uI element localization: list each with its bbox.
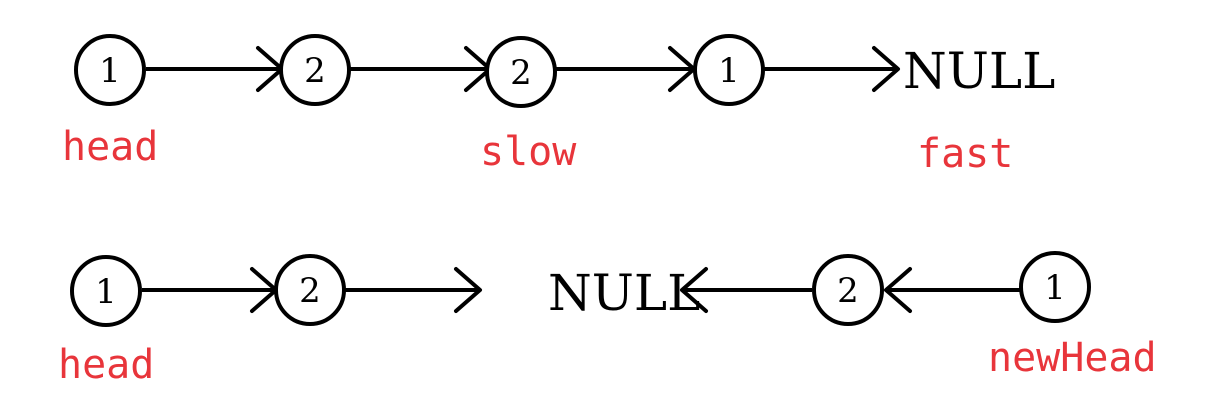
- node-circle: [812, 254, 884, 326]
- node-circle: [74, 34, 146, 106]
- pointer-label-head: head: [58, 342, 154, 388]
- node-value: 1: [95, 272, 117, 312]
- arrow-head-left-icon: [680, 267, 708, 313]
- node-value: 1: [718, 51, 740, 91]
- node-circle: [279, 34, 351, 106]
- null-terminator: NULL: [548, 264, 700, 322]
- list-node: 1: [74, 34, 146, 106]
- node-value: 2: [510, 53, 532, 93]
- node-circle: [70, 255, 142, 327]
- list-node: 1: [693, 34, 765, 106]
- node-value: 1: [1044, 268, 1066, 308]
- list-node: 2: [812, 254, 884, 326]
- null-terminator: NULL: [903, 42, 1055, 100]
- list-node: 1: [70, 255, 142, 327]
- pointer-label-slow: slow: [480, 129, 577, 175]
- pointer-label-newhead: newHead: [988, 335, 1157, 381]
- arrow-head-icon: [454, 267, 482, 313]
- arrow-head-left-icon: [884, 267, 912, 313]
- pointer-label-fast: fast: [917, 131, 1013, 177]
- row-2-split-reversed-list: 1 2 NULL 2 1 head newHead: [58, 251, 1157, 388]
- node-circle: [693, 34, 765, 106]
- node-value: 2: [299, 271, 321, 311]
- pointer-label-head: head: [62, 124, 158, 170]
- node-circle: [1019, 251, 1091, 323]
- node-value: 2: [304, 51, 326, 91]
- list-node: 1: [1019, 251, 1091, 323]
- list-node: 2: [279, 34, 351, 106]
- node-circle: [485, 36, 557, 108]
- node-value: 2: [837, 271, 859, 311]
- arrow-head-icon: [872, 46, 900, 92]
- row-1-original-list: 1 2 2 1 NULL head slow fast: [62, 34, 1055, 177]
- node-circle: [274, 254, 346, 326]
- node-value: 1: [99, 51, 121, 91]
- list-node: 2: [485, 36, 557, 108]
- list-node: 2: [274, 254, 346, 326]
